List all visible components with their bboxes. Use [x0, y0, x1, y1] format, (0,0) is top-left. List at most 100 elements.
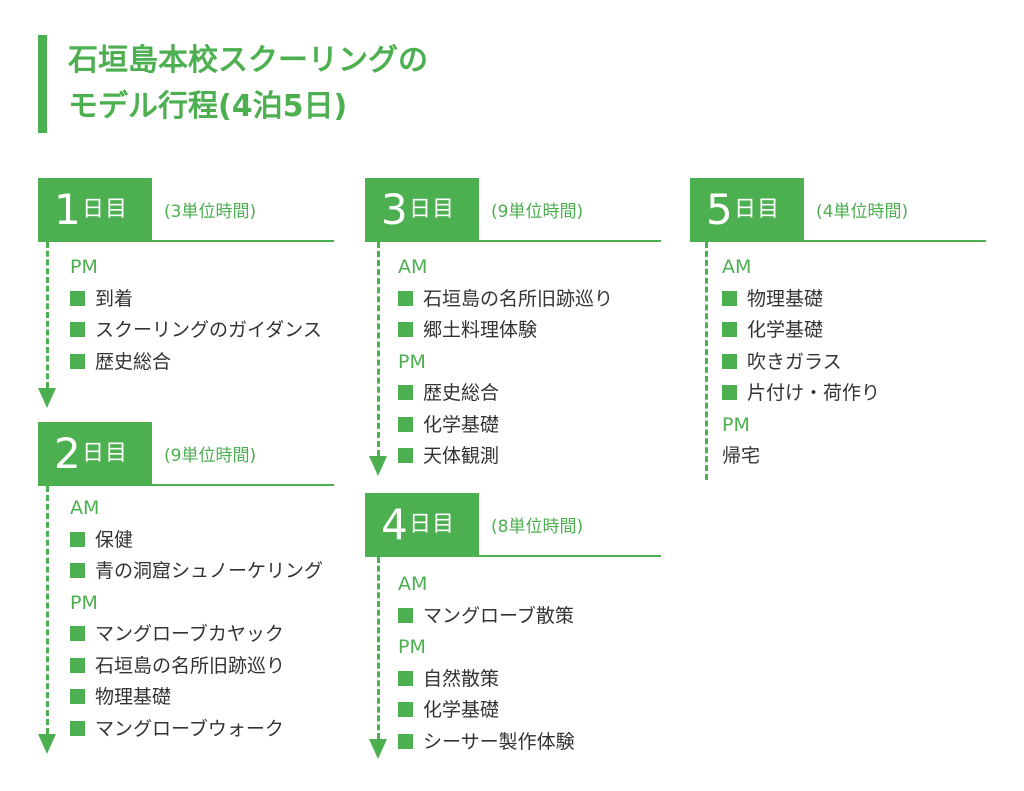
day-1-badge: 1 日目	[38, 178, 152, 242]
schedule-item-text: 物理基礎	[95, 686, 172, 708]
schedule-item-text: 化学基礎	[747, 319, 824, 341]
bullet-square-icon	[398, 416, 413, 432]
time-period-label: PM	[398, 350, 426, 373]
title-accent-bar	[38, 35, 47, 133]
schedule-item-text: 保健	[95, 528, 134, 551]
schedule-item: 自然散策	[398, 664, 575, 696]
bullet-square-icon	[722, 290, 737, 306]
day-units: (9単位時間)	[164, 446, 257, 466]
bullet-square-icon	[70, 563, 85, 578]
schedule-item-text: 青の洞窟シュノーケリング	[95, 560, 324, 582]
schedule-item-text: 自然散策	[423, 667, 500, 690]
day-underline	[479, 555, 661, 557]
bullet-square-icon	[70, 353, 85, 369]
timeline-dashed-line	[46, 486, 49, 734]
day-1-schedule: PM 到着スクーリングのガイダンス歴史総合	[70, 252, 322, 378]
day-5-badge: 5 日目	[690, 178, 804, 242]
bullet-square-icon	[722, 322, 737, 337]
schedule-item-text: シーサー製作体験	[423, 730, 575, 753]
timeline-arrow-icon	[369, 739, 387, 759]
timeline-dashed-line	[377, 557, 380, 739]
time-period-label: AM	[70, 497, 100, 519]
schedule-item-text: 石垣島の名所旧跡巡り	[423, 287, 614, 310]
bullet-square-icon	[70, 689, 85, 704]
schedule-item: 化学基礎	[722, 315, 880, 347]
schedule-item-text: 物理基礎	[747, 287, 824, 310]
time-period-label: PM	[70, 256, 98, 278]
time-period-label: AM	[398, 573, 428, 595]
schedule-item-text: 吹きガラス	[747, 350, 842, 373]
schedule-item-text: 歴史総合	[95, 350, 172, 373]
day-units: (4単位時間)	[816, 202, 909, 222]
schedule-item-text: 片付け・荷作り	[747, 382, 881, 404]
bullet-square-icon	[398, 733, 413, 749]
schedule-item: シーサー製作体験	[398, 727, 575, 759]
timeline-arrow-icon	[369, 456, 387, 476]
day-units: (9単位時間)	[491, 202, 584, 222]
bullet-square-icon	[398, 290, 413, 306]
bullet-square-icon	[70, 626, 85, 641]
schedule-item-text: 化学基礎	[423, 413, 500, 436]
schedule-item: 石垣島の名所旧跡巡り	[398, 284, 613, 316]
day-3-badge: 3 日目	[365, 178, 479, 242]
timeline-arrow-icon	[38, 388, 56, 408]
day-units: (8単位時間)	[491, 517, 584, 537]
schedule-item-text: 郷土料理体験	[423, 319, 538, 341]
bullet-square-icon	[398, 322, 413, 337]
schedule-item: 化学基礎	[398, 695, 575, 727]
day-2-badge: 2 日目	[38, 422, 152, 486]
day-2-schedule: AM 保健青の洞窟シュノーケリング PM マングローブカヤック石垣島の名所旧跡巡り物理…	[70, 493, 323, 745]
bullet-square-icon	[398, 385, 413, 400]
schedule-item-text: 石垣島の名所旧跡巡り	[95, 654, 286, 677]
schedule-item: マングローブウォーク	[70, 714, 323, 746]
day-label: 日目	[409, 197, 456, 222]
day-underline	[152, 240, 334, 242]
schedule-item: 物理基礎	[722, 284, 880, 316]
schedule-item-text: 歴史総合	[423, 382, 500, 404]
schedule-item: スクーリングのガイダンス	[70, 315, 322, 347]
bullet-square-icon	[70, 657, 85, 673]
schedule-item: 歴史総合	[70, 347, 322, 379]
bullet-square-icon	[398, 448, 413, 463]
day-number: 5	[706, 185, 733, 234]
time-period-label: PM	[70, 591, 98, 614]
schedule-item: マングローブ散策	[398, 601, 575, 633]
bullet-square-icon	[398, 607, 413, 623]
schedule-item-text: マングローブ散策	[423, 604, 574, 627]
schedule-item: 物理基礎	[70, 682, 323, 714]
time-period-label: AM	[722, 256, 752, 278]
page-title: 石垣島本校スクーリングの モデル行程(4泊5日)	[68, 38, 428, 130]
timeline-dashed-line	[705, 242, 708, 480]
title-line-1: 石垣島本校スクーリングの	[68, 43, 428, 78]
schedule-item: 保健	[70, 525, 323, 557]
schedule-item: 青の洞窟シュノーケリング	[70, 556, 323, 588]
bullet-square-icon	[70, 322, 85, 337]
schedule-item: 化学基礎	[398, 410, 613, 442]
title-line-2: モデル行程(4泊5日)	[68, 89, 348, 124]
day-number: 2	[54, 429, 81, 478]
bullet-square-icon	[70, 720, 85, 736]
schedule-item-text: マングローブカヤック	[95, 623, 284, 645]
schedule-item: 郷土料理体験	[398, 315, 613, 347]
bullet-square-icon	[70, 290, 85, 306]
bullet-square-icon	[398, 670, 413, 686]
time-period-label: PM	[722, 413, 750, 436]
schedule-item: 片付け・荷作り	[722, 378, 880, 410]
day-underline	[479, 240, 661, 242]
timeline-arrow-icon	[38, 734, 56, 754]
time-period-label: AM	[398, 256, 428, 278]
day-underline	[152, 484, 334, 486]
schedule-item-text: マングローブウォーク	[95, 717, 284, 740]
time-period-label: PM	[398, 636, 426, 658]
timeline-dashed-line	[377, 242, 380, 456]
schedule-item-text: 化学基礎	[423, 699, 500, 721]
schedule-item: 歴史総合	[398, 378, 613, 410]
day-underline	[804, 240, 986, 242]
day-4-badge: 4 日目	[365, 493, 479, 557]
schedule-item: 到着	[70, 284, 322, 316]
schedule-item: 天体観測	[398, 441, 613, 473]
day-number: 4	[381, 500, 408, 549]
schedule-item-text: 到着	[95, 287, 134, 310]
schedule-item: 吹きガラス	[722, 347, 880, 379]
day-3-schedule: AM 石垣島の名所旧跡巡り郷土料理体験 PM 歴史総合化学基礎天体観測	[398, 252, 613, 473]
